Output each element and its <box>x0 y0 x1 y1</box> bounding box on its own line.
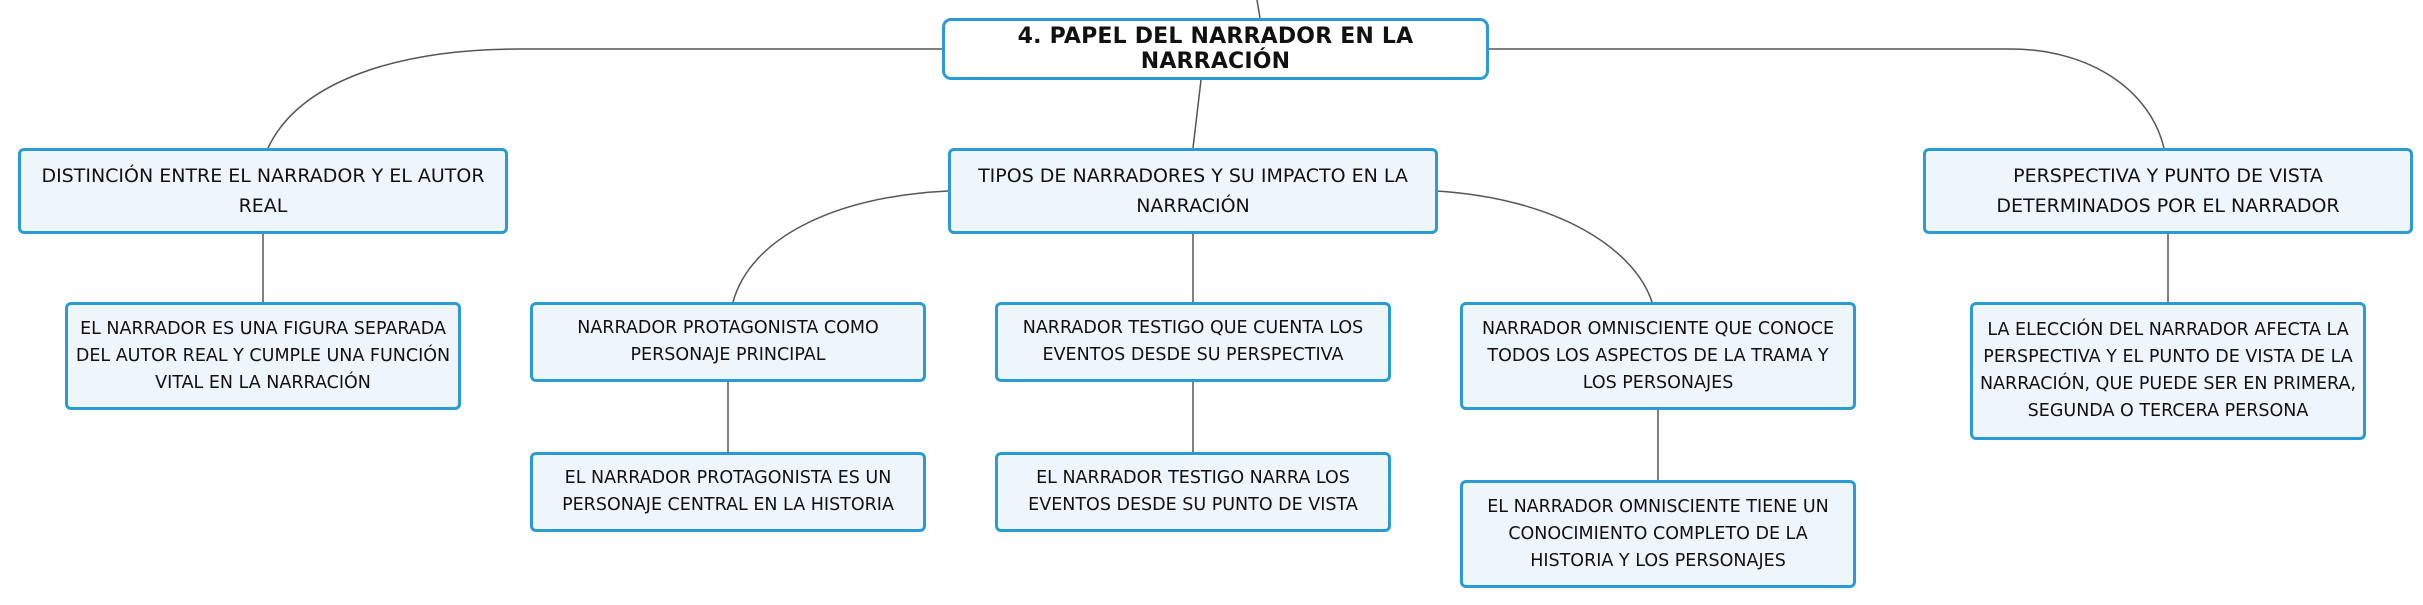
branch-label: DISTINCIÓN ENTRE EL NARRADOR Y EL AUTOR … <box>41 165 485 217</box>
subtopic-label: NARRADOR OMNISCIENTE QUE CONOCE TODOS LO… <box>1481 318 1835 393</box>
detail-omniscient-complete-knowledge[interactable]: EL NARRADOR OMNISCIENTE TIENE UN CONOCIM… <box>1460 480 1856 588</box>
subtopic-label: EL NARRADOR ES UNA FIGURA SEPARADA DEL A… <box>75 318 451 393</box>
root-topic[interactable]: 4. PAPEL DEL NARRADOR EN LA NARRACIÓN <box>942 18 1489 80</box>
detail-label: EL NARRADOR PROTAGONISTA ES UN PERSONAJE… <box>562 468 894 515</box>
subtopic-witness-narrator[interactable]: NARRADOR TESTIGO QUE CUENTA LOS EVENTOS … <box>995 302 1391 382</box>
branch-narrator-vs-author[interactable]: DISTINCIÓN ENTRE EL NARRADOR Y EL AUTOR … <box>18 148 508 234</box>
subtopic-label: NARRADOR PROTAGONISTA COMO PERSONAJE PRI… <box>577 318 879 365</box>
branch-label: PERSPECTIVA Y PUNTO DE VISTA DETERMINADO… <box>1996 165 2340 217</box>
detail-label: EL NARRADOR OMNISCIENTE TIENE UN CONOCIM… <box>1487 496 1829 571</box>
subtopic-narrator-choice-effect[interactable]: LA ELECCIÓN DEL NARRADOR AFECTA LA PERSP… <box>1970 302 2366 440</box>
branch-perspective[interactable]: PERSPECTIVA Y PUNTO DE VISTA DETERMINADO… <box>1923 148 2413 234</box>
root-topic-label: 4. PAPEL DEL NARRADOR EN LA NARRACIÓN <box>1017 24 1414 74</box>
subtopic-label: LA ELECCIÓN DEL NARRADOR AFECTA LA PERSP… <box>1979 320 2357 421</box>
connector-root-branch-3 <box>1487 48 2165 149</box>
detail-label: EL NARRADOR TESTIGO NARRA LOS EVENTOS DE… <box>1028 468 1358 515</box>
connector-branch-2-type-1 <box>732 190 949 303</box>
detail-protagonist-central-character[interactable]: EL NARRADOR PROTAGONISTA ES UN PERSONAJE… <box>530 452 926 532</box>
branch-narrator-types[interactable]: TIPOS DE NARRADORES Y SU IMPACTO EN LA N… <box>948 148 1438 234</box>
detail-witness-point-of-view[interactable]: EL NARRADOR TESTIGO NARRA LOS EVENTOS DE… <box>995 452 1391 532</box>
subtopic-label: NARRADOR TESTIGO QUE CUENTA LOS EVENTOS … <box>1022 318 1364 365</box>
connector-branch-2-type-3 <box>1436 190 1653 303</box>
subtopic-narrator-separate-figure[interactable]: EL NARRADOR ES UNA FIGURA SEPARADA DEL A… <box>65 302 461 410</box>
connector-root-branch-2 <box>1192 79 1202 149</box>
subtopic-protagonist-narrator[interactable]: NARRADOR PROTAGONISTA COMO PERSONAJE PRI… <box>530 302 926 382</box>
branch-label: TIPOS DE NARRADORES Y SU IMPACTO EN LA N… <box>978 165 1408 217</box>
connector-root-branch-1 <box>267 48 942 149</box>
subtopic-omniscient-narrator[interactable]: NARRADOR OMNISCIENTE QUE CONOCE TODOS LO… <box>1460 302 1856 410</box>
connector-root-up <box>1256 0 1261 19</box>
